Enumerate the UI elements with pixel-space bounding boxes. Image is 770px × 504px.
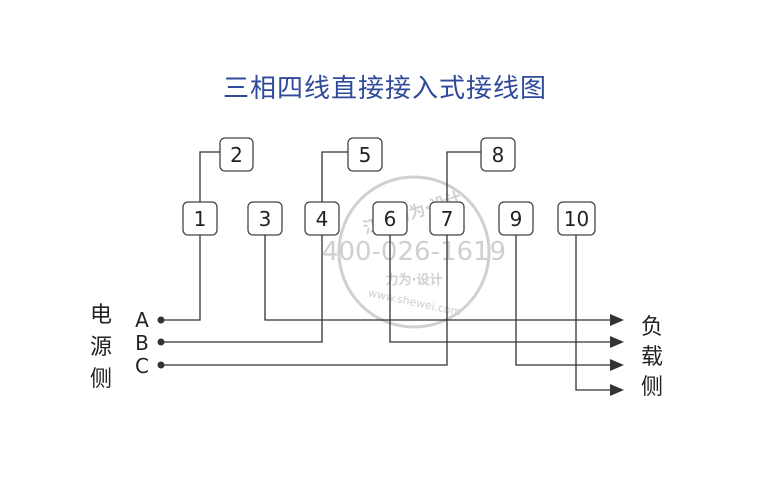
arrow-head bbox=[610, 359, 624, 371]
terminal-5: 5 bbox=[347, 137, 383, 172]
terminal-label: 5 bbox=[359, 143, 372, 167]
source-label-char: 电 bbox=[90, 303, 112, 328]
source-label-char: 源 bbox=[90, 335, 112, 360]
wire-3-load bbox=[264, 235, 612, 321]
terminal-label: 10 bbox=[564, 207, 589, 231]
terminal-box bbox=[304, 201, 340, 236]
terminal-label: 7 bbox=[441, 207, 454, 231]
load-label-char: 负 bbox=[641, 315, 663, 340]
terminal-7: 7 bbox=[429, 201, 465, 236]
phase-c-dot bbox=[157, 361, 165, 369]
phase-c-label: C bbox=[135, 354, 149, 378]
watermark-ring bbox=[337, 175, 491, 329]
watermark-bottom-text: 力为·设计 bbox=[386, 272, 443, 288]
terminal-3: 3 bbox=[247, 201, 283, 236]
arrow-head bbox=[610, 384, 624, 396]
arrow-head bbox=[610, 314, 624, 326]
load-label-char: 载 bbox=[641, 345, 663, 370]
terminals: 2 5 8 1 3 4 6 bbox=[182, 137, 596, 236]
terminal-4: 4 bbox=[304, 201, 340, 236]
wire-1-2 bbox=[199, 151, 220, 202]
wire-c-to-7 bbox=[162, 235, 448, 366]
terminal-label: 4 bbox=[316, 207, 329, 231]
watermark: 江苏力为·设计 400-026-1619 力为·设计 www.shewei.co… bbox=[322, 175, 506, 329]
source-dots bbox=[157, 316, 165, 369]
terminal-box bbox=[429, 201, 465, 236]
wires bbox=[162, 151, 612, 391]
phase-a-dot bbox=[157, 316, 165, 324]
wire-7-8 bbox=[446, 151, 481, 202]
phase-b-label: B bbox=[135, 331, 149, 355]
load-side-label: 负 载 侧 bbox=[641, 315, 663, 400]
terminal-label: 3 bbox=[259, 207, 272, 231]
wire-4-5 bbox=[321, 151, 348, 202]
terminal-label: 6 bbox=[384, 207, 397, 231]
terminal-box bbox=[372, 201, 408, 236]
terminal-1: 1 bbox=[182, 201, 218, 236]
wire-10-load bbox=[575, 235, 612, 391]
terminal-10: 10 bbox=[557, 201, 596, 236]
arrow-head bbox=[610, 336, 624, 348]
watermark-phone: 400-026-1619 bbox=[322, 237, 506, 267]
source-label-char: 侧 bbox=[90, 367, 112, 392]
terminal-box bbox=[498, 201, 534, 236]
phase-a-label: A bbox=[135, 308, 149, 332]
terminal-box bbox=[247, 201, 283, 236]
watermark-url: www.shewei.com bbox=[367, 286, 462, 318]
terminal-box bbox=[557, 201, 596, 236]
wire-9-load bbox=[515, 235, 612, 366]
terminal-9: 9 bbox=[498, 201, 534, 236]
terminal-label: 9 bbox=[510, 207, 523, 231]
terminal-box bbox=[182, 201, 218, 236]
load-label-char: 侧 bbox=[641, 375, 663, 400]
terminal-box bbox=[480, 137, 516, 172]
diagram-title: 三相四线直接接入式接线图 bbox=[222, 74, 547, 104]
terminal-label: 8 bbox=[492, 143, 505, 167]
phase-b-dot bbox=[157, 338, 165, 346]
terminal-box bbox=[347, 137, 383, 172]
phase-labels: A B C bbox=[135, 308, 149, 378]
terminal-8: 8 bbox=[480, 137, 516, 172]
wire-a-to-1 bbox=[162, 235, 201, 321]
terminal-2: 2 bbox=[219, 137, 254, 172]
terminal-label: 2 bbox=[230, 143, 243, 167]
arrows bbox=[610, 314, 624, 396]
wire-6-load bbox=[389, 235, 612, 343]
terminal-6: 6 bbox=[372, 201, 408, 236]
source-side-label: 电 源 侧 bbox=[90, 303, 112, 392]
terminal-box bbox=[219, 137, 254, 172]
terminal-label: 1 bbox=[194, 207, 207, 231]
wire-b-to-4 bbox=[162, 235, 323, 343]
